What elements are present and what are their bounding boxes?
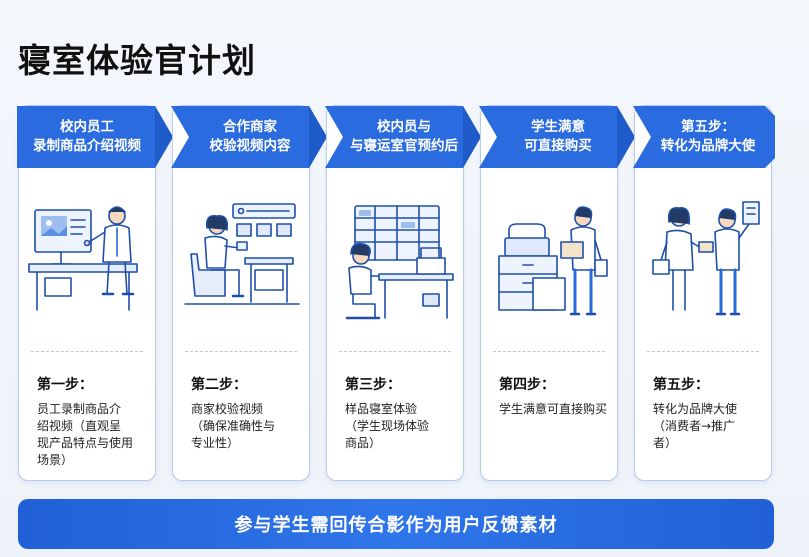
arrow-banner-shape — [633, 106, 775, 168]
step-title: 第三步： — [345, 377, 401, 393]
step-description: 学生满意可直接购买 — [499, 402, 608, 416]
recording-video-illustration — [28, 206, 138, 311]
banner-line2: 可直接购买 — [524, 138, 592, 154]
banner-line1: 学生满意 — [531, 119, 585, 135]
arrow-banner-shape — [171, 106, 327, 168]
card-divider — [493, 351, 605, 352]
arrow-banner-shape — [325, 106, 481, 168]
step-description: 样品寝室体验 （学生现场体验 商品） — [345, 402, 430, 450]
banner-line2: 转化为品牌大使 — [660, 138, 756, 154]
step-title: 第一步： — [37, 377, 93, 393]
card-divider — [647, 351, 759, 352]
banner-line1: 校内员工 — [60, 119, 114, 135]
card-divider — [185, 351, 297, 352]
banner-line1: 第五步： — [681, 119, 735, 135]
step-description: 转化为品牌大使 （消费者→推广 者） — [653, 402, 738, 450]
arrow-banner-shape — [479, 106, 635, 168]
step-banner-2: 合作商家 校验视频内容 — [171, 106, 329, 168]
merchant-review-illustration — [184, 203, 300, 305]
step-card-2: 合作商家 校验视频内容 第二步： 商家校验视频 （确保准确性与 专业性） — [171, 105, 327, 481]
step-title: 第二步： — [191, 377, 247, 393]
steps-row: 校内员工 录制商品介绍视频 第一步： 员工录制商品介 绍视频（直观呈 现产品特点… — [17, 105, 775, 481]
banner-line2: 校验视频内容 — [209, 138, 291, 154]
student-purchase-illustration — [498, 206, 608, 316]
step-banner-3: 校内员与 与寝运室官预约后 — [325, 106, 483, 168]
card-divider — [339, 351, 451, 352]
banner-line2: 录制商品介绍视频 — [33, 138, 141, 154]
arrow-banner-shape — [17, 106, 173, 168]
banner-line2: 与寝运室官预约后 — [350, 138, 458, 154]
footer-banner: 参与学生需回传合影作为用户反馈素材 — [18, 499, 774, 549]
step-banner-5: 第五步： 转化为品牌大使 — [633, 106, 775, 168]
step-card-5: 第五步： 转化为品牌大使 第五步： 转化为品牌大使 （消费者→推广 者） — [633, 105, 775, 481]
page-title: 寝室体验官计划 — [18, 41, 256, 80]
step-card-4: 学生满意 可直接购买 第四步： 学生满意可直接购买 — [479, 105, 635, 481]
step-card-3: 校内员与 与寝运室官预约后 第三步： 样品寝室体验 （学生现场体验 商品） — [325, 105, 481, 481]
step-description: 商家校验视频 （确保准确性与 专业性） — [191, 402, 276, 450]
step-title: 第五步： — [653, 377, 709, 393]
dorm-booking-illustration — [345, 205, 454, 320]
step-title: 第四步： — [499, 377, 555, 393]
card-divider — [31, 351, 143, 352]
step-banner-1: 校内员工 录制商品介绍视频 — [17, 106, 175, 168]
step-description: 员工录制商品介 绍视频（直观呈 现产品特点与使用 场景） — [37, 402, 134, 467]
brand-ambassador-illustration — [652, 201, 760, 316]
step-card-1: 校内员工 录制商品介绍视频 第一步： 员工录制商品介 绍视频（直观呈 现产品特点… — [17, 105, 173, 481]
banner-line1: 校内员与 — [377, 119, 431, 135]
banner-line1: 合作商家 — [223, 119, 277, 135]
step-banner-4: 学生满意 可直接购买 — [479, 106, 637, 168]
